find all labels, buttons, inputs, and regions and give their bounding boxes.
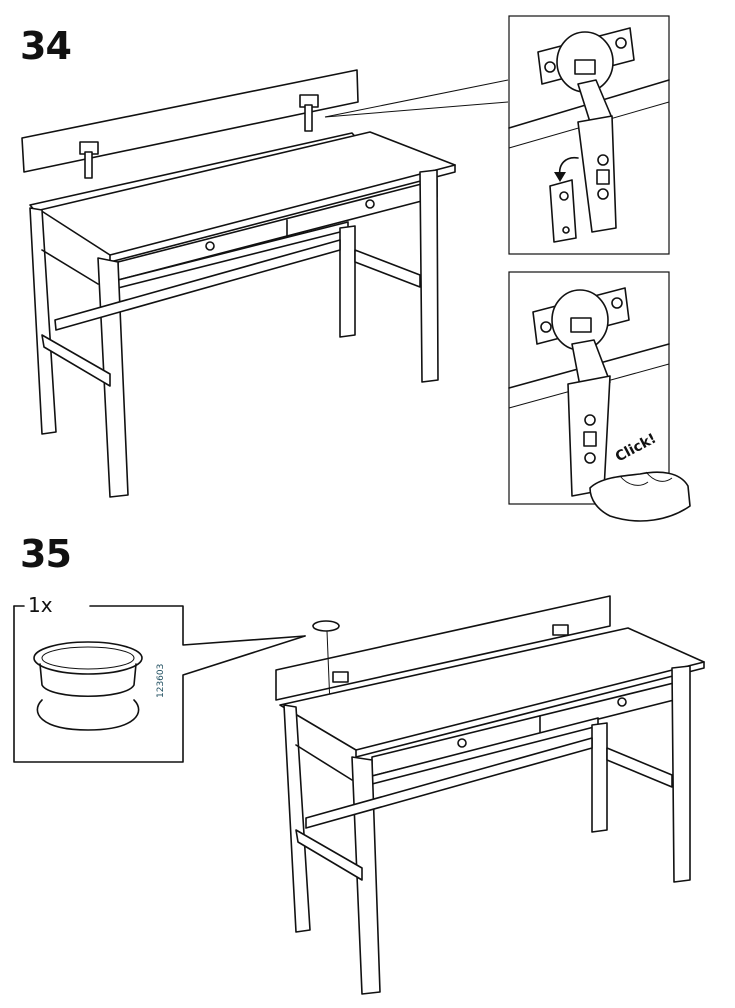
step34-desk-illustration	[21, 69, 509, 498]
grommet-ring-icon	[33, 641, 143, 731]
step35-desk-illustration	[275, 595, 705, 995]
parts-box	[13, 605, 306, 763]
hinge-detail-panel-before	[508, 15, 670, 255]
grommet-floating-icon	[312, 620, 340, 632]
part-number-label: 123603	[156, 663, 166, 698]
hand-icon	[589, 471, 691, 522]
hinge-detail-panel-after	[508, 271, 691, 522]
step-35-number: 35	[20, 532, 72, 576]
step-34-number: 34	[20, 24, 72, 68]
quantity-label: 1x	[25, 593, 56, 617]
